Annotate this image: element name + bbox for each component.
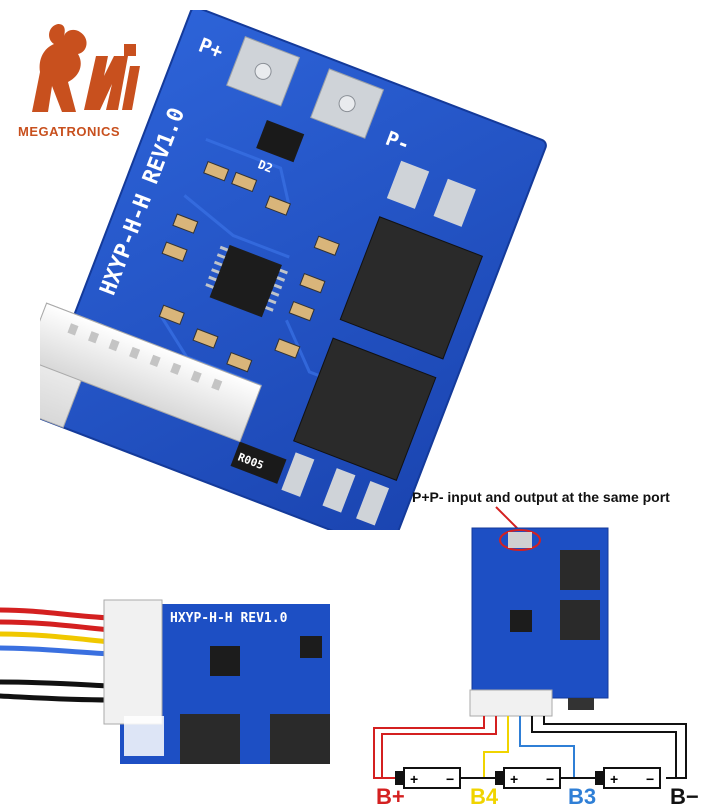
ic-u1 <box>209 244 282 318</box>
caption-arrow <box>495 506 521 532</box>
cell-2-plus: + <box>510 771 518 787</box>
mosfet-q1 <box>293 337 437 481</box>
cell-1-plus: + <box>410 771 418 787</box>
cell-3-minus: − <box>646 771 654 787</box>
brand-logo: MEGATRONICS <box>18 14 143 139</box>
ram-logo-icon <box>32 24 140 112</box>
port-caption: P+P- input and output at the same port <box>412 489 670 505</box>
label-b3: B3 <box>568 784 597 809</box>
cell-1-minus: − <box>446 771 454 787</box>
cell-2-minus: − <box>546 771 554 787</box>
cell-3-plus: + <box>610 771 618 787</box>
brand-logo-text: MEGATRONICS <box>18 124 121 139</box>
main-pcb-photo: P+ P- D2 <box>40 10 547 530</box>
wiring-diagram: + − + − + − <box>373 527 687 789</box>
label-b-plus: B+ <box>376 784 405 809</box>
mosfet-q2 <box>339 216 484 360</box>
label-b4: B4 <box>470 784 499 809</box>
wired-board-model: HXYP-H-H REV1.0 <box>170 611 288 626</box>
cell-3 <box>595 767 661 789</box>
label-d2: D2 <box>256 157 275 175</box>
label-b-minus: B− <box>670 784 699 809</box>
wired-board-photo: HXYP-H-H REV1.0 <box>0 599 330 764</box>
